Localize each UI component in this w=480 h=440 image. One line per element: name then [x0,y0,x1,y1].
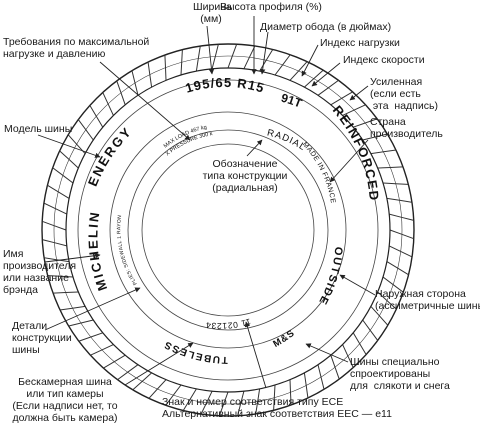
sidewall-ring [77,79,379,381]
svg-text:91T: 91T [280,91,305,111]
leader-manufacturer [44,252,101,263]
leader-width [206,25,215,75]
load-speed-mark: 91T [280,91,305,111]
label-reinforced: Усиленная (если есть эта надпись) [370,76,438,112]
leader-tubeless [124,342,194,386]
leader-lines [37,16,376,389]
leader-ece [244,321,267,389]
label-speed-index: Индекс скорости [343,54,425,66]
leader-ms [305,343,349,363]
bead-ring [109,111,347,349]
svg-text:195/65 R15: 195/65 R15 [184,75,267,96]
rim-ring-outer [127,129,329,331]
leader-speed-index [311,62,341,87]
label-manufacturer: Имя производителя или название брэнда [3,248,77,296]
tread-ring [41,43,415,417]
leader-load-index [301,44,319,77]
leader-construction [246,139,263,157]
label-load-index: Индекс нагрузки [320,37,400,49]
leader-country [329,139,369,183]
label-details: Детали конструкции шины [12,320,72,356]
label-width: Ширина (мм) [193,1,232,25]
label-rim: Диаметр обода (в дюймах) [260,21,392,33]
leader-reinforced [349,85,369,101]
leader-max-load [99,61,191,141]
tread-circumferential-groove [53,55,403,405]
label-country: Страна производитель [370,116,443,140]
tire-size-mark: 195/65 R15 [184,75,266,96]
label-profile: Высота профиля (%) [220,1,322,13]
leader-details [44,287,141,331]
label-construction: Обозначение типа конструкции (радиальная… [202,158,288,194]
label-ece: Знак и номер соответствия типу ECE Альте… [162,396,392,420]
leader-outside [339,274,376,296]
label-max-load: Требования по максимальной нагрузке и да… [3,36,150,60]
rim-ring-inner [141,143,315,317]
leader-rim [260,31,269,75]
leader-model [37,134,101,158]
label-outside: Наружная сторона (ассиметричные шины) [375,288,480,312]
label-model: Модель шины [4,123,73,135]
label-tubeless: Бескамерная шина или тип камеры (Если на… [12,376,118,424]
label-ms: Шины специально спроектированы для сляко… [350,356,450,392]
